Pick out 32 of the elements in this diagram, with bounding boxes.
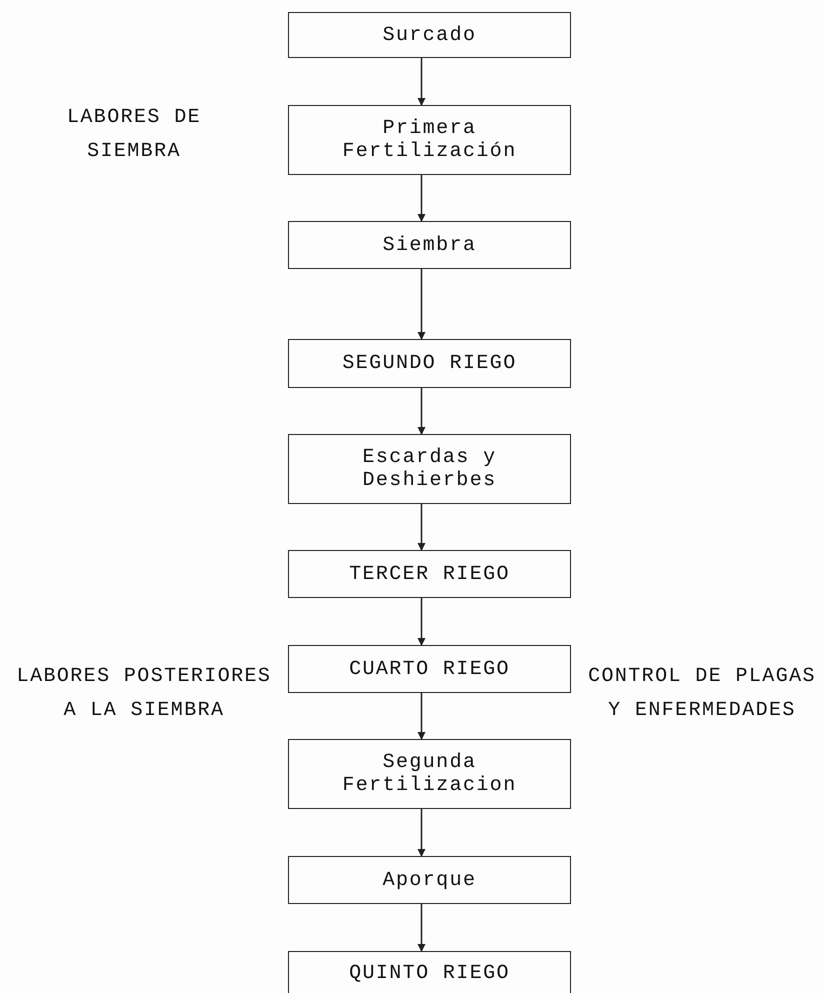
arrow: [418, 269, 426, 340]
process-box: [288, 434, 571, 504]
process-box: [288, 739, 571, 809]
step-text: QUINTO RIEGO: [349, 962, 510, 984]
arrow: [418, 388, 426, 435]
arrow: [418, 58, 426, 106]
step-text: TERCER RIEGO: [349, 562, 510, 586]
arrow: [418, 809, 426, 857]
arrow: [418, 598, 426, 646]
step-text: Surcado: [382, 24, 476, 46]
process-box: [288, 12, 571, 58]
step-text: Escardas y Deshierbes: [361, 446, 498, 492]
group-label: LABORES POSTERIORES A LA SIEMBRA: [16, 664, 272, 724]
step-text: CUARTO RIEGO: [349, 658, 510, 680]
group-label: LABORES DE SIEMBRA: [66, 105, 202, 165]
step-text: Siembra: [382, 234, 476, 256]
step-text: Primera Fertilización: [341, 117, 518, 163]
process-box: [288, 951, 571, 993]
process-box: [288, 105, 571, 175]
arrow: [418, 693, 426, 740]
step-text: SEGUNDO RIEGO: [342, 352, 517, 375]
process-box: [288, 221, 571, 269]
process-box: [288, 550, 571, 598]
process-box: [288, 856, 571, 904]
process-box: [288, 645, 571, 693]
arrow: [418, 175, 426, 222]
step-text: Aporque: [382, 868, 476, 892]
arrow: [418, 904, 426, 952]
step-text: Segunda Fertilizacion: [341, 751, 518, 797]
process-box: [288, 339, 571, 388]
arrow: [418, 504, 426, 551]
group-label: CONTROL DE PLAGAS Y ENFERMEDADES: [587, 664, 817, 724]
